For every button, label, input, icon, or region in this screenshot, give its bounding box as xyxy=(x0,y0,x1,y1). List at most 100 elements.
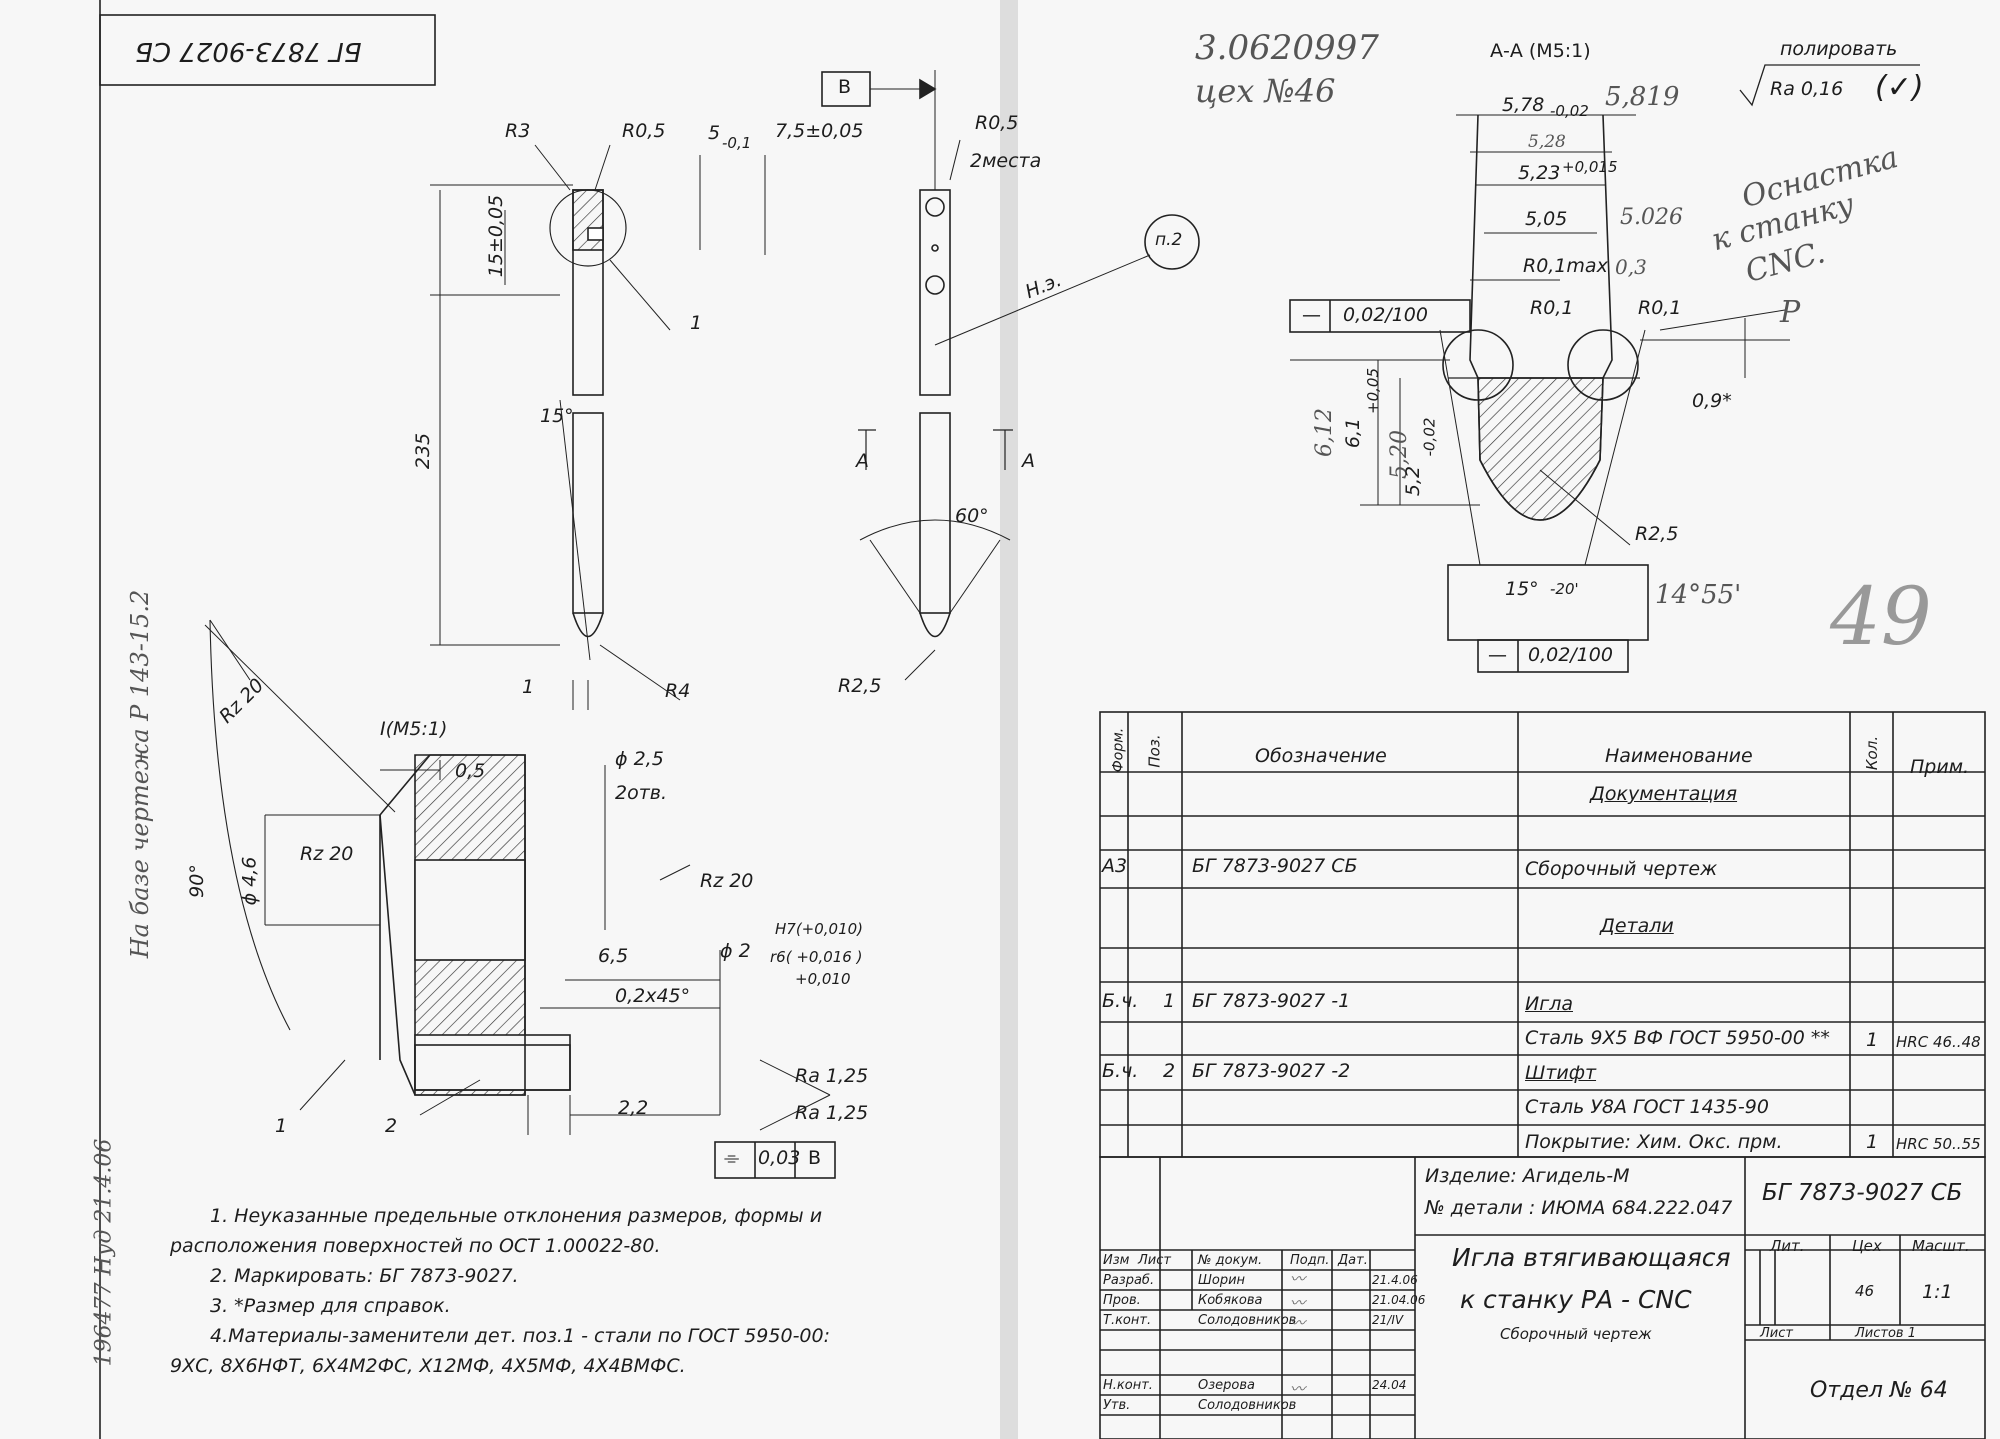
document-code: БГ 7873-9027 СБ xyxy=(1762,1180,1963,1206)
label-r05: R0,5 xyxy=(622,120,666,142)
spec-row-name: Штифт xyxy=(1525,1062,1597,1084)
dim-h61-hand: 6,12 xyxy=(1311,408,1337,457)
dim-w505-hand: 5.026 xyxy=(1620,205,1683,230)
spec-row-name: Сталь 9Х5 ВФ ГОСТ 5950-00 ** xyxy=(1525,1027,1830,1049)
note-line: 3. *Размер для справок. xyxy=(210,1295,451,1317)
role-person: Озерова xyxy=(1198,1378,1255,1393)
tolerance-value: 0,03 xyxy=(758,1147,801,1169)
col-head-sheet: Лист xyxy=(1138,1253,1171,1268)
datum-b: В xyxy=(838,76,852,98)
dim-w523-tol: +0,015 xyxy=(1562,158,1618,176)
spec-row-qty: 1 xyxy=(1866,1029,1879,1051)
role-label: Н.конт. xyxy=(1103,1378,1153,1393)
shop-label: Цех xyxy=(1852,1237,1882,1255)
department: Отдел № 64 xyxy=(1810,1378,1948,1403)
dim-w523: 5,23 xyxy=(1518,162,1561,184)
sheet-label: Лист xyxy=(1760,1326,1793,1341)
ra-polish: Ra 0,16 xyxy=(1770,78,1844,100)
spec-row-designation: БГ 7873-9027 -1 xyxy=(1192,990,1351,1012)
label-dim-235: 235 xyxy=(412,432,435,470)
dim-h52: 5,2 xyxy=(1402,465,1425,497)
note-ref-p2: п.2 xyxy=(1155,230,1183,250)
label-r4: R4 xyxy=(665,680,691,702)
role-date: 21/IV xyxy=(1372,1313,1404,1327)
signature-mark: 〰 xyxy=(1290,1270,1306,1288)
role-label: Пров. xyxy=(1103,1293,1141,1308)
role-person: Солодовников xyxy=(1198,1398,1297,1413)
spec-row-note: HRC 50..55 xyxy=(1896,1135,1981,1153)
label-r01max-hand: 0,3 xyxy=(1615,255,1647,279)
part-number: № детали : ИЮМА 684.222.047 xyxy=(1425,1197,1733,1219)
label-angle-15: 15° xyxy=(1505,578,1539,600)
dim-h09: 0,9* xyxy=(1692,390,1732,412)
label-r3: R3 xyxy=(505,120,531,142)
spec-row-pos: 1 xyxy=(1163,990,1176,1012)
dim-w505: 5,05 xyxy=(1525,208,1568,230)
section-title: А-А (М5:1) xyxy=(1490,40,1591,62)
handwritten-p: P xyxy=(1780,295,1801,330)
drawing-title-line1: Игла втягивающаяся xyxy=(1452,1243,1731,1272)
dim-h52-tol: -0,02 xyxy=(1420,417,1439,457)
dim-h61: 6,1 xyxy=(1342,417,1365,449)
label-dia-46: ϕ 4,6 xyxy=(238,856,261,906)
label-pos-1: 1 xyxy=(275,1115,288,1137)
spec-header-name: Наименование xyxy=(1605,745,1753,767)
polish-note: полировать xyxy=(1780,38,1898,60)
shop-value: 46 xyxy=(1855,1282,1875,1300)
signature-mark: 〰 xyxy=(1290,1314,1306,1332)
flatness-top-icon: — xyxy=(1302,304,1321,326)
note-line: 2. Маркировать: БГ 7873-9027. xyxy=(210,1265,519,1287)
dim-w578: 5,78 xyxy=(1502,94,1545,116)
label-ra-2: Ra 1,25 xyxy=(795,1102,869,1124)
dim-w578-tol: -0,02 xyxy=(1550,102,1589,120)
needle-side-view xyxy=(821,70,1200,681)
spec-header-form: Форм. xyxy=(1110,727,1127,773)
label-2-places: 2места xyxy=(970,150,1042,172)
label-side-r25: R2,5 xyxy=(838,675,882,697)
section-mark-a-left: А xyxy=(856,450,869,472)
spec-row-designation: БГ 7873-9027 СБ xyxy=(1192,855,1358,877)
spec-row-form: А3 xyxy=(1102,855,1128,877)
label-dia-25: ϕ 2,5 xyxy=(615,748,664,770)
spec-header-note: Прим. xyxy=(1910,756,1970,778)
label-angle-15: 15° xyxy=(540,405,574,427)
handwritten-big-number: 49 xyxy=(1830,570,1932,663)
col-head-doc: № докум. xyxy=(1198,1253,1263,1268)
drawing-title-line2: к станку РА - CNC xyxy=(1460,1285,1692,1314)
inventory-number: 196477 Нуд 21.4.06 xyxy=(91,1138,117,1367)
role-date: 21.04.06 xyxy=(1372,1293,1426,1307)
rotated-drawing-stamp: БГ 7873-9027 СБ xyxy=(135,36,362,66)
spec-table-grid xyxy=(1099,711,1986,1158)
label-r01-left: R0,1 xyxy=(1530,297,1574,319)
role-person: Солодовников xyxy=(1198,1313,1297,1328)
role-label: Утв. xyxy=(1103,1398,1131,1413)
base-drawing-note: На базе чертежа Р 143-15.2 xyxy=(126,589,154,959)
role-person: Кобякова xyxy=(1198,1293,1263,1308)
label-section-r25: R2,5 xyxy=(1635,523,1679,545)
ra-check-icon: (✓) xyxy=(1875,70,1924,105)
label-r01-right: R0,1 xyxy=(1638,297,1682,319)
spec-row-designation: БГ 7873-9027 -2 xyxy=(1192,1060,1351,1082)
spec-header-designation: Обозначение xyxy=(1255,745,1387,767)
sheets-label: Листов 1 xyxy=(1855,1326,1916,1341)
spec-row-name: Сборочный чертеж xyxy=(1525,858,1718,880)
role-person: Шорин xyxy=(1198,1273,1246,1288)
label-rz20-left: Rz 20 xyxy=(300,843,354,865)
flatness-bottom-value: 0,02/100 xyxy=(1528,644,1613,666)
note-line: 4.Материалы-заменители дет. поз.1 - стал… xyxy=(210,1325,831,1347)
label-fit-r6-low: +0,010 xyxy=(795,970,851,988)
label-dim-75: 7,5±0,05 xyxy=(775,120,864,142)
label-dim-1: 1 xyxy=(522,676,535,698)
section-a-a-view xyxy=(1289,64,1920,673)
spec-row-name: Покрытие: Хим. Окс. прм. xyxy=(1525,1131,1783,1153)
label-angle-15-tol: -20' xyxy=(1550,580,1579,598)
note-line: расположения поверхностей по ОСТ 1.00022… xyxy=(170,1235,661,1257)
label-leader-1: 1 xyxy=(690,312,703,334)
tolerance-symbol-icon: ⌯ xyxy=(724,1147,740,1169)
role-label: Т.конт. xyxy=(1103,1313,1152,1328)
label-dim-65: 6,5 xyxy=(598,945,629,967)
dim-w578-hand: 5,819 xyxy=(1605,82,1680,112)
spec-row-name: Детали xyxy=(1600,915,1674,937)
signature-mark: 〰 xyxy=(1290,1380,1306,1398)
